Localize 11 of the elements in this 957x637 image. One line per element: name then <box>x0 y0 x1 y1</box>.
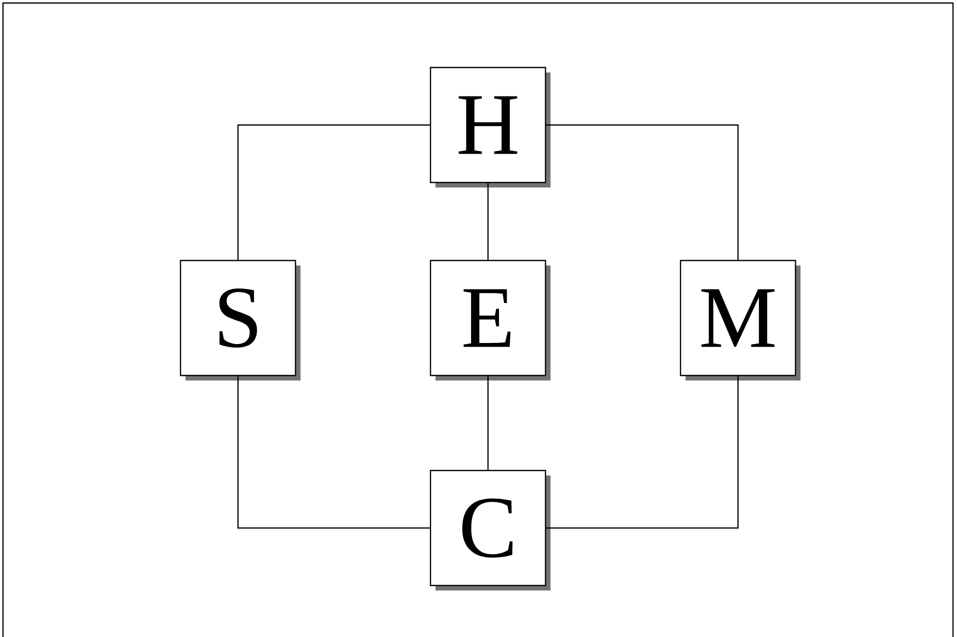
connector-line <box>487 376 489 470</box>
process-box: C <box>430 470 551 591</box>
connector-line <box>546 376 739 529</box>
connector-line <box>237 124 430 260</box>
process-box: H <box>430 66 551 188</box>
connector-line <box>237 376 430 529</box>
connector-line <box>487 183 489 260</box>
process-box: E <box>430 260 551 381</box>
process-box: M <box>680 260 800 381</box>
connector-line <box>546 124 739 260</box>
process-box: S <box>180 260 300 381</box>
